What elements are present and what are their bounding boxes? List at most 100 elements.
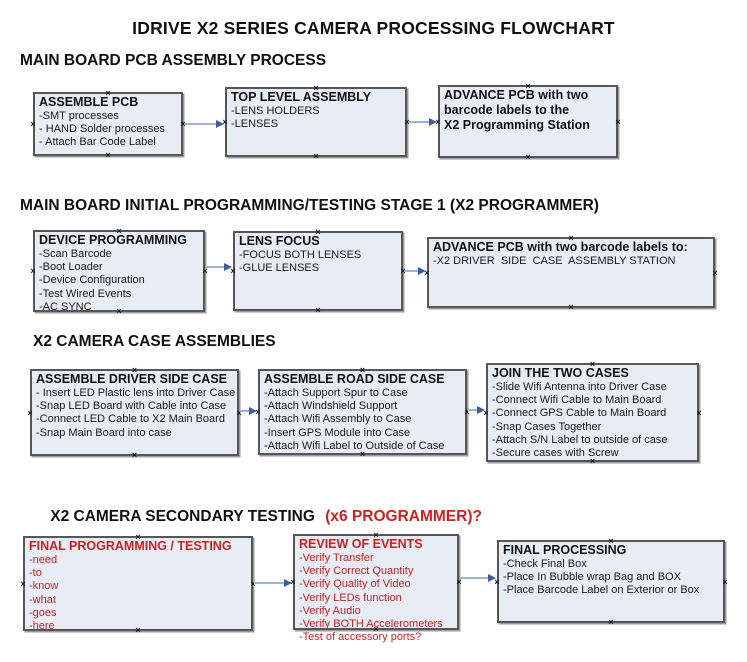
arrow-head-icon [488,573,496,582]
flow-box-advance-pcb-driver-side: ADVANCE PCB with two barcode labels to: … [424,234,717,312]
box-item: -Test of accessory ports? [299,631,422,644]
connector-anchor-icon: × [696,407,702,418]
box-items: -Verify Transfer-Verify Correct Quantity… [299,552,454,644]
box-item: -GLUE LENSES [239,262,320,275]
box-item: -Attach Wifi Assembly to Case [264,413,412,426]
box-title: ASSEMBLE ROAD SIDE CASE [264,372,445,386]
box-item: -Attach S/N Label to outside of case [492,433,668,446]
box-items: -Slide Wifi Antenna into Driver Case-Con… [492,381,694,460]
box-item: - Attach Bar Code Label [39,136,156,149]
connector-anchor-icon: × [131,450,138,460]
flow-box-device-programming: DEVICE PROGRAMMING -Scan Barcode-Boot Lo… [30,227,207,316]
arrow-line [206,265,227,268]
arrow-head-icon [249,406,257,415]
flow-box-assemble-pcb: ASSEMBLE PCB -SMT processes- HAND Solder… [30,89,185,160]
flow-arrow [468,405,485,414]
box-item: -Place In Bubble wrap Bag and BOX [503,571,681,584]
flow-arrow [206,262,232,271]
box-item: -Connect Wifi Cable to Main Board [492,394,662,407]
box-item: -LENSES [231,118,279,131]
arrow-head-icon [284,578,292,587]
box-item: - HAND Solder processes [39,123,165,136]
box-item: -X2 DRIVER SIDE CASE ASSEMBLY STATION [433,255,676,267]
box-item: -Verify Quality of Video [299,578,411,591]
heading-black-part: X2 CAMERA SECONDARY TESTING [50,508,320,525]
arrow-line [408,120,432,123]
flow-box-final-processing: FINAL PROCESSING -Check Final Box-Place … [494,537,727,627]
connector-anchor-icon: × [27,407,33,418]
connector-anchor-icon: × [608,617,614,627]
arrow-head-icon [224,262,232,271]
flow-box-final-programming-testing: FINAL PROGRAMMING / TESTING -need-to-kno… [20,533,255,635]
box-item: -to [29,567,42,580]
box-item: -Verify Correct Quantity [299,565,414,578]
box-items: -X2 DRIVER SIDE CASE ASSEMBLY STATION [433,255,710,268]
connector-anchor-icon: × [712,267,718,278]
box-items: -Attach Support Spur to Case-Attach Wind… [264,387,462,453]
box-items: -LENS HOLDERS-LENSES [231,105,402,131]
flow-arrow [240,406,257,415]
flow-box-review-of-events: REVIEW OF EVENTS -Verify Transfer-Verify… [290,531,461,644]
flow-arrow [404,266,426,275]
box-items: - Insert LED Plastic lens into Driver Ca… [36,387,235,440]
arrow-line [468,408,480,411]
box-item: -Verify Transfer [299,552,374,564]
box-title: ADVANCE PCB with two barcode labels to t… [444,88,590,132]
box-items: -need-to-know-what-goes-here [29,554,248,633]
box-title: ASSEMBLE PCB [39,95,139,109]
box-title: REVIEW OF EVENTS [299,537,423,551]
heading-red-part: (x6 PROGRAMMER)? [325,508,482,525]
box-item: -Test Wired Events [39,287,132,300]
arrow-line [404,269,421,272]
flow-box-advance-pcb-programming-station: ADVANCE PCB with two barcode labels to t… [435,82,620,162]
connector-anchor-icon: × [30,119,36,129]
box-item: -Verify BOTH Accelerometers [299,618,443,631]
section-heading-case-assemblies: X2 CAMERA CASE ASSEMBLIES [33,333,276,350]
box-item: -LENS HOLDERS [231,105,320,117]
box-title: FINAL PROGRAMMING / TESTING [29,539,232,553]
connector-anchor-icon: × [525,152,531,162]
box-item: -Attach Support Spur to Case [264,387,408,399]
flow-arrow [408,117,437,126]
arrow-line [460,576,491,579]
arrow-line [184,122,219,125]
box-item: -Boot Loader [39,261,103,274]
flow-arrow [460,573,496,582]
box-item: -goes [29,606,57,619]
arrow-head-icon [429,117,437,126]
box-item: -Insert GPS Module into Case [264,426,411,439]
box-item: -Snap Main Board into case [36,426,172,439]
flow-box-assemble-driver-side-case: ASSEMBLE DRIVER SIDE CASE - Insert LED P… [27,366,241,460]
box-items: -Check Final Box-Place In Bubble wrap Ba… [503,558,720,598]
flow-box-join-the-two-cases: JOIN THE TWO CASES -Slide Wifi Antenna i… [483,360,701,466]
box-items: -FOCUS BOTH LENSES-GLUE LENSES [239,249,398,275]
connector-anchor-icon: × [30,266,36,276]
box-item: -Snap Cases Together [492,420,602,433]
box-title: TOP LEVEL ASSEMBLY [231,90,372,104]
box-item: -know [29,580,59,593]
connector-anchor-icon: × [315,305,321,315]
connector-anchor-icon: × [722,576,728,587]
box-item: -Connect LED Cable to X2 Main Board [36,413,225,426]
flow-arrow [184,119,224,128]
arrow-head-icon [216,119,224,128]
box-item: -Secure cases with Screw [492,447,619,460]
box-item: -Connect GPS Cable to Main Board [492,407,667,420]
connector-anchor-icon: × [105,150,111,160]
arrow-line [254,581,287,584]
box-title: LENS FOCUS [239,234,320,248]
box-item: -Attach Windshield Support [264,400,398,413]
arrow-head-icon [418,266,426,275]
box-item: -AC SYNC [39,300,92,313]
arrow-head-icon [477,405,485,414]
box-item: -Device Configuration [39,274,145,287]
box-item: -Slide Wifi Antenna into Driver Case [492,381,667,393]
box-title: JOIN THE TWO CASES [492,366,629,380]
box-item: -Snap LED Board with Cable into Case [36,400,227,413]
box-item: -Verify Audio [299,604,361,617]
page-title: IDRIVE X2 SERIES CAMERA PROCESSING FLOWC… [132,18,615,38]
box-title: FINAL PROCESSING [503,543,627,557]
box-title: ADVANCE PCB with two barcode labels to: [433,240,688,254]
connector-anchor-icon: × [20,578,26,589]
